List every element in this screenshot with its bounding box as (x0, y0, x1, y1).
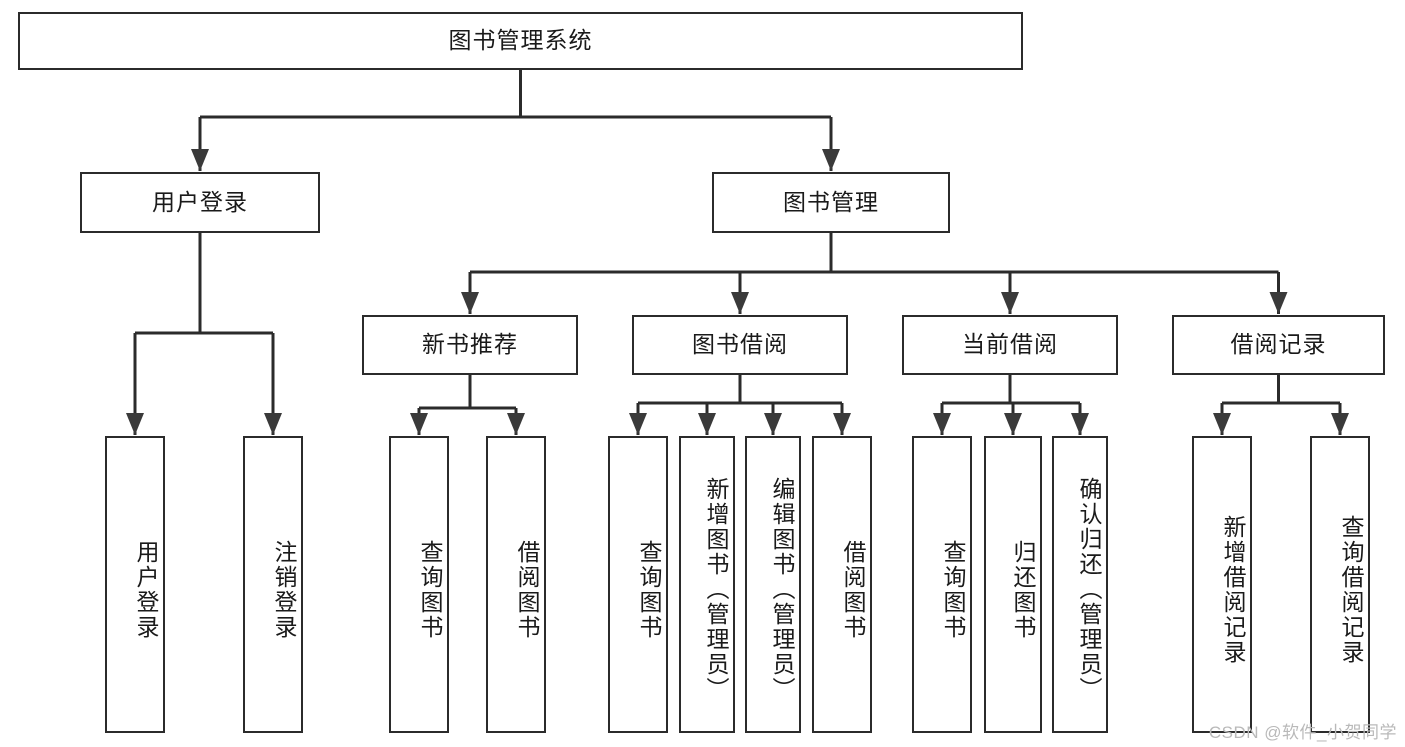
node-borrowing-record-label: 借阅记录 (1230, 331, 1327, 358)
leaf-confirm-return-label: 确认归还（管理员） (1076, 477, 1102, 702)
leaf-user-login-label: 用户登录 (133, 539, 159, 640)
leaf-query-book-2-label: 查询图书 (636, 539, 662, 640)
node-book-borrowing[interactable]: 图书借阅 (632, 315, 848, 375)
leaf-query-book-3-label: 查询图书 (940, 539, 966, 640)
node-book-management-label: 图书管理 (783, 188, 879, 215)
leaf-logout[interactable]: 注销登录 (243, 436, 303, 733)
leaf-borrow-book-1[interactable]: 借阅图书 (486, 436, 546, 733)
leaf-add-book[interactable]: 新增图书（管理员） (679, 436, 735, 733)
node-book-borrowing-label: 图书借阅 (692, 331, 788, 358)
leaf-borrow-book-2[interactable]: 借阅图书 (812, 436, 872, 733)
leaf-query-book-1-label: 查询图书 (417, 539, 443, 640)
node-current-borrowing[interactable]: 当前借阅 (902, 315, 1118, 375)
leaf-add-record-label: 新增借阅记录 (1220, 514, 1246, 665)
leaf-borrow-book-1-label: 借阅图书 (514, 539, 540, 640)
leaf-query-book-3[interactable]: 查询图书 (912, 436, 972, 733)
leaf-return-book-label: 归还图书 (1010, 539, 1036, 640)
leaf-query-record-label: 查询借阅记录 (1338, 514, 1364, 665)
node-current-borrowing-label: 当前借阅 (962, 331, 1058, 358)
leaf-query-book-1[interactable]: 查询图书 (389, 436, 449, 733)
leaf-add-record[interactable]: 新增借阅记录 (1192, 436, 1252, 733)
node-user-login[interactable]: 用户登录 (80, 172, 320, 233)
node-root-label: 图书管理系统 (448, 27, 593, 54)
leaf-return-book[interactable]: 归还图书 (984, 436, 1042, 733)
node-borrowing-record[interactable]: 借阅记录 (1172, 315, 1385, 375)
leaf-confirm-return[interactable]: 确认归还（管理员） (1052, 436, 1108, 733)
node-user-login-label: 用户登录 (152, 188, 248, 215)
leaf-query-book-2[interactable]: 查询图书 (608, 436, 668, 733)
leaf-user-login[interactable]: 用户登录 (105, 436, 165, 733)
leaf-borrow-book-2-label: 借阅图书 (840, 539, 866, 640)
node-root[interactable]: 图书管理系统 (18, 12, 1023, 70)
node-book-management[interactable]: 图书管理 (712, 172, 950, 233)
csdn-watermark: CSDN @软件_小贺同学 (1208, 723, 1397, 742)
leaf-logout-label: 注销登录 (271, 539, 297, 640)
leaf-query-record[interactable]: 查询借阅记录 (1310, 436, 1370, 733)
leaf-add-book-label: 新增图书（管理员） (703, 477, 729, 702)
leaf-edit-book-label: 编辑图书（管理员） (769, 477, 795, 702)
node-new-book-recommendation-label: 新书推荐 (422, 331, 518, 358)
leaf-edit-book[interactable]: 编辑图书（管理员） (745, 436, 801, 733)
node-new-book-recommendation[interactable]: 新书推荐 (362, 315, 578, 375)
